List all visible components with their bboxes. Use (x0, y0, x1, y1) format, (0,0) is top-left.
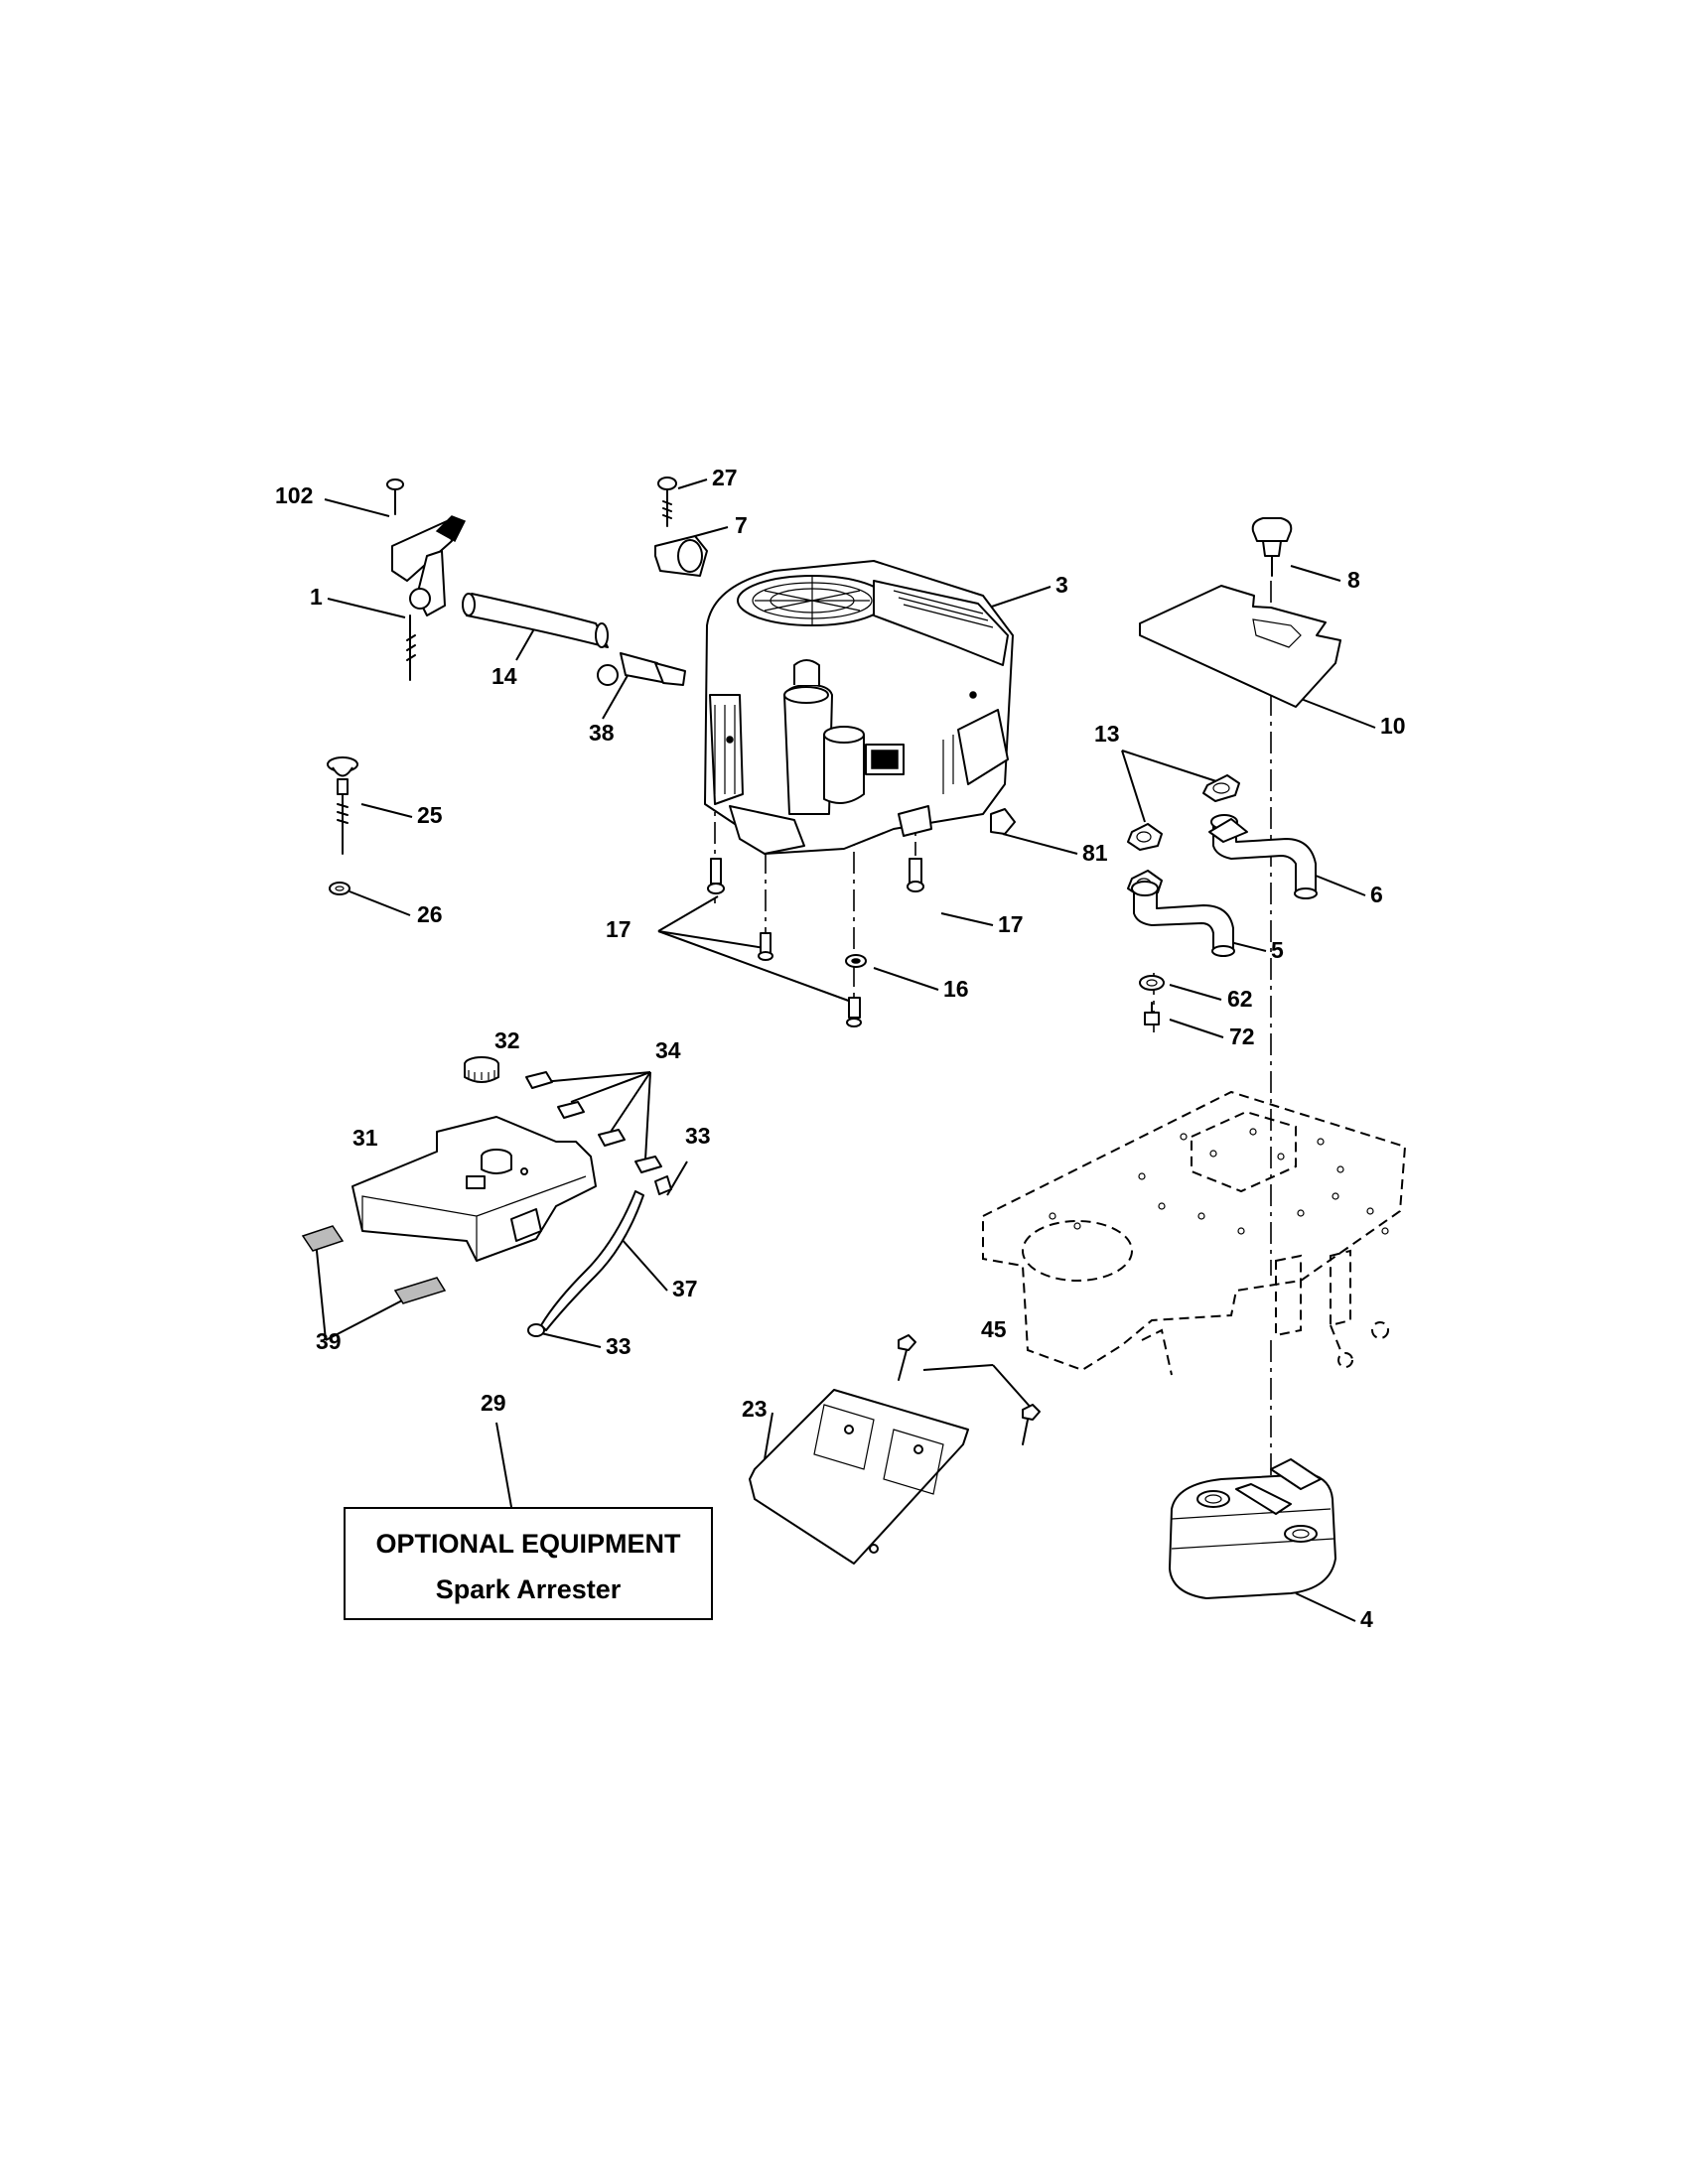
leader-lines (315, 478, 1376, 1622)
callout-38: 38 (589, 720, 615, 746)
hose-37 (527, 1175, 672, 1337)
callout-25: 25 (417, 802, 443, 828)
callout-45: 45 (981, 1316, 1007, 1342)
callout-13: 13 (1094, 721, 1120, 747)
callout-62: 62 (1227, 986, 1253, 1012)
callout-29: 29 (481, 1390, 506, 1416)
knob-8 (1251, 517, 1293, 577)
callout-17-right: 17 (998, 911, 1024, 937)
heat-shield-10 (1139, 585, 1341, 708)
fuel-fitting (597, 652, 686, 686)
pads-34 (525, 1071, 662, 1173)
callout-5: 5 (1271, 937, 1284, 963)
engine-deck (982, 1090, 1407, 1376)
callout-1: 1 (310, 584, 323, 610)
washer-bolt-62-72 (1139, 975, 1165, 1025)
callout-6: 6 (1370, 882, 1383, 907)
callout-3: 3 (1055, 572, 1068, 598)
tank-31 (351, 1116, 597, 1262)
callout-7: 7 (735, 512, 748, 538)
spark-arrester-label: Spark Arrester (435, 1574, 622, 1604)
callout-31: 31 (352, 1125, 378, 1151)
dipstick-25 (327, 756, 358, 855)
callout-34: 34 (655, 1037, 681, 1063)
callout-32: 32 (494, 1027, 520, 1053)
callout-10: 10 (1380, 713, 1406, 739)
washer-16 (845, 954, 867, 968)
engine (704, 560, 1014, 855)
cap-32 (464, 1056, 499, 1083)
callout-27: 27 (712, 465, 738, 490)
exhaust-pipe-6 (1208, 814, 1318, 899)
callout-16: 16 (943, 976, 969, 1002)
callout-37: 37 (672, 1276, 698, 1301)
fuel-hose (462, 593, 609, 648)
callout-33-bottom: 33 (606, 1333, 632, 1359)
callout-17-left: 17 (606, 916, 632, 942)
callout-81: 81 (1082, 840, 1108, 866)
pads-39 (301, 1225, 447, 1304)
optional-equipment-box: OPTIONAL EQUIPMENT Spark Arrester (344, 1507, 713, 1620)
bracket-23 (749, 1334, 1041, 1565)
optional-equipment-title: OPTIONAL EQUIPMENT (375, 1529, 681, 1559)
callout-14: 14 (491, 663, 517, 689)
exhaust-pipe-5 (1131, 881, 1235, 957)
nut-81 (990, 808, 1016, 835)
callout-8: 8 (1347, 567, 1360, 593)
callout-72: 72 (1229, 1024, 1255, 1049)
callout-102: 102 (275, 482, 314, 508)
clamp-and-screw (654, 477, 708, 577)
muffler-4 (1169, 1458, 1336, 1599)
washer-26 (329, 882, 351, 895)
callout-23: 23 (742, 1396, 768, 1422)
throttle-control (386, 478, 467, 681)
callout-33-top: 33 (685, 1123, 711, 1149)
bolts-17 (707, 858, 924, 1027)
callout-39: 39 (316, 1328, 342, 1354)
callout-26: 26 (417, 901, 443, 927)
callout-4: 4 (1360, 1606, 1373, 1632)
